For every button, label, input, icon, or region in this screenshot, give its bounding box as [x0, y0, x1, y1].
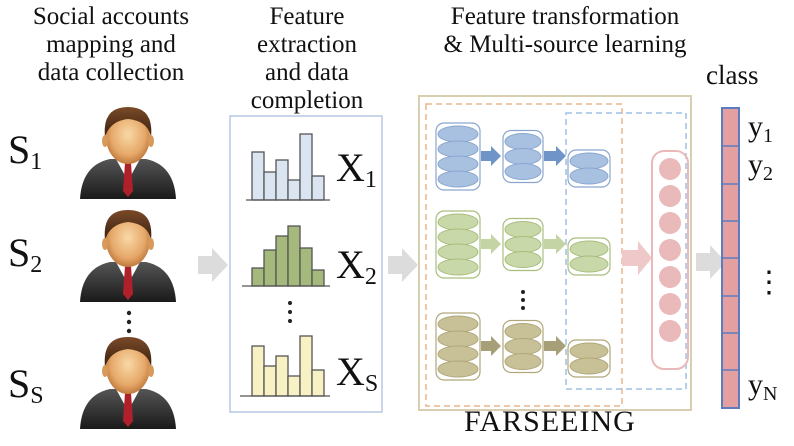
neuron-layer [569, 152, 609, 170]
heading-line: mapping and [46, 31, 176, 58]
fusion-arrow-icon [622, 241, 652, 275]
layer-stack [502, 319, 544, 374]
neuron-layer [437, 125, 479, 143]
farseeing-frame [418, 95, 692, 411]
neuron-layer [504, 133, 542, 150]
neuron-layer [569, 255, 609, 273]
histogram-xs-icon [240, 335, 330, 397]
user-avatar-icon [80, 107, 176, 199]
heading-feature-extraction: Feature extraction and data completion [222, 3, 392, 115]
ellipsis-dot [521, 298, 525, 302]
network-stacks [435, 122, 611, 381]
neuron-layer [437, 258, 479, 276]
neuron-layer [504, 163, 542, 180]
layer-stack [435, 312, 481, 381]
ellipsis-dot [521, 306, 525, 310]
neuron-layer [437, 345, 479, 363]
flow-arrow-icon [544, 146, 566, 166]
flow-arrow-icon [544, 336, 566, 356]
neuron-layer [504, 148, 542, 165]
output-label-1: y1 [748, 110, 773, 148]
layer-stack [567, 237, 611, 276]
neuron-layer [504, 236, 542, 253]
class-label: class [706, 60, 759, 90]
feature-extraction-box [229, 115, 383, 413]
source-label-2: S2 [8, 230, 43, 279]
stage-arrow-icon [388, 248, 418, 282]
heading-line: completion [250, 87, 364, 114]
neuron-layer [504, 221, 542, 238]
stage-arrow-icon [198, 248, 228, 282]
layer-stack [435, 122, 481, 191]
source-label-1: S1 [8, 127, 43, 176]
transformation-region [425, 103, 623, 407]
flow-arrow-icon [481, 336, 501, 356]
neuron-layer [504, 338, 542, 355]
heading-line: Feature transformation [450, 3, 680, 30]
neuron-layer [437, 243, 479, 261]
heading-line: extraction [257, 31, 357, 58]
output-ellipsis: ⋮ [754, 266, 784, 299]
source-label-s: SS [8, 361, 44, 410]
neuron-layer [504, 353, 542, 370]
ellipsis-dot [521, 290, 525, 294]
heading-line: & Multi-source learning [443, 31, 687, 58]
neuron-layer [569, 357, 609, 375]
neuron-layer [437, 213, 479, 231]
heading-social-accounts: Social accounts mapping and data collect… [0, 3, 222, 87]
neuron-layer [437, 140, 479, 158]
user-avatar-icon [80, 337, 176, 429]
flow-arrow-icon [481, 234, 501, 254]
neuron-layer [569, 240, 609, 258]
neuron-layer [437, 330, 479, 348]
flow-arrow-icon [544, 234, 566, 254]
heading-line: data collection [37, 59, 185, 86]
neuron-layer [504, 323, 542, 340]
layer-stack [567, 339, 611, 378]
feature-label-s: XS [336, 349, 379, 398]
fusion-region [565, 112, 687, 390]
layer-stack [435, 210, 481, 279]
user-avatar-icon [80, 210, 176, 302]
fusion-layer [651, 150, 689, 370]
histogram-x1-icon [246, 133, 330, 201]
heading-line: Feature [269, 3, 345, 30]
histogram-x2-icon [242, 225, 330, 287]
model-name: FARSEEING [464, 405, 636, 438]
layer-stack [567, 149, 611, 188]
feature-label-2: X2 [336, 242, 377, 291]
neuron-layer [437, 170, 479, 188]
heading-line: and data [265, 59, 349, 86]
neuron-layer [569, 167, 609, 185]
heading-feature-transformation: Feature transformation & Multi-source le… [400, 3, 730, 59]
class-output-bar [721, 107, 740, 409]
feature-label-1: X1 [336, 145, 377, 194]
neuron-layer [437, 155, 479, 173]
layer-stack [502, 129, 544, 184]
neuron-layer [569, 342, 609, 360]
neuron-layer [504, 251, 542, 268]
output-label-2: y2 [748, 148, 773, 186]
flow-arrow-icon [481, 146, 501, 166]
heading-line: Social accounts [32, 3, 190, 30]
neuron-layer [437, 315, 479, 333]
neuron-layer [437, 360, 479, 378]
output-label-n: yN [748, 368, 778, 406]
neuron-layer [437, 228, 479, 246]
layer-stack [502, 217, 544, 272]
